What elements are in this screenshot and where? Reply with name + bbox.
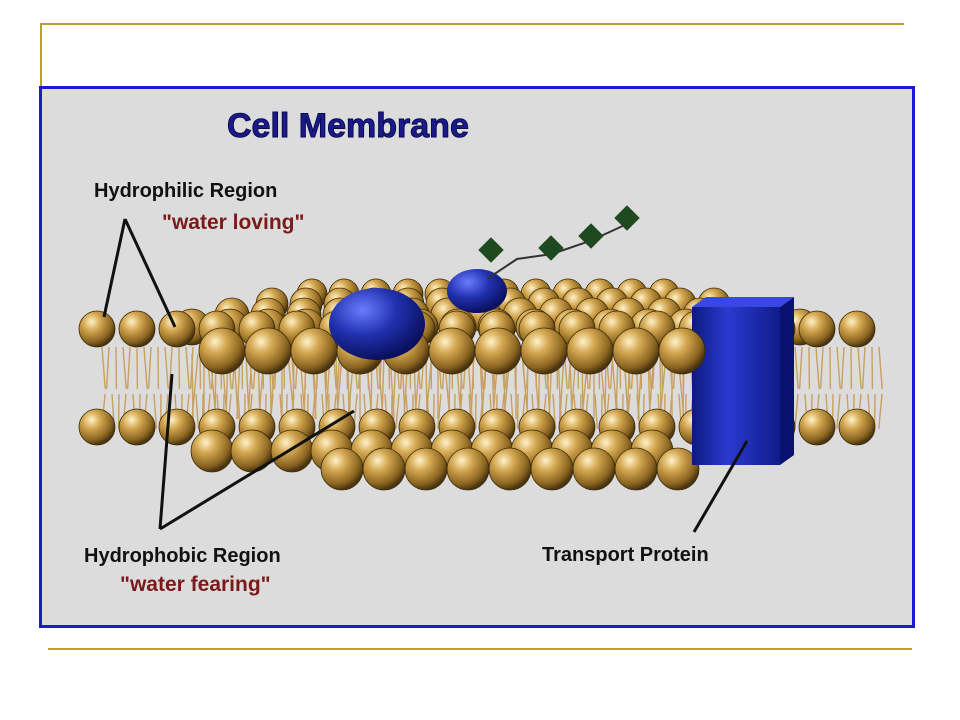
phospholipid-head bbox=[158, 310, 196, 348]
fatty-acid-tail bbox=[559, 353, 565, 420]
membrane-diagram: Cell Membrane Hydrophilic Region "water … bbox=[78, 107, 883, 596]
hydrophilic-region-label: Hydrophilic Region bbox=[94, 180, 277, 202]
phospholipid-head bbox=[320, 447, 364, 491]
fatty-acid-tail bbox=[798, 346, 803, 390]
phospholipid-head bbox=[78, 408, 116, 446]
fatty-acid-tail bbox=[191, 353, 199, 420]
phospholipid-head bbox=[244, 327, 292, 375]
phospholipid-head bbox=[488, 447, 532, 491]
fatty-acid-tail bbox=[836, 393, 841, 430]
phospholipid-head bbox=[572, 447, 616, 491]
phospholipid-head bbox=[78, 310, 116, 348]
phospholipid-head bbox=[614, 447, 658, 491]
transport-protein-pointer bbox=[692, 440, 749, 533]
fatty-acid-tail bbox=[815, 346, 820, 390]
carbohydrate-chain bbox=[478, 205, 640, 280]
fatty-acid-tail bbox=[878, 346, 883, 390]
phospholipid-head bbox=[290, 327, 338, 375]
fatty-acid-tail bbox=[836, 346, 841, 390]
transport-protein bbox=[692, 297, 794, 465]
phospholipid-head bbox=[118, 408, 156, 446]
hydrophobic-pointer-right bbox=[159, 409, 355, 531]
fatty-acid-tail bbox=[143, 346, 148, 390]
phospholipid-head bbox=[362, 447, 406, 491]
hydrophilic-pointer-right bbox=[123, 218, 177, 328]
phospholipid-head bbox=[530, 447, 574, 491]
hydrophobic-region-label: Hydrophobic Region bbox=[84, 545, 281, 567]
fatty-acid-tail bbox=[101, 346, 106, 390]
fatty-acid-tail bbox=[594, 393, 599, 430]
front-top-phospholipid-heads bbox=[198, 327, 706, 375]
phospholipid-head bbox=[566, 327, 614, 375]
phospholipid-head bbox=[838, 408, 876, 446]
bottom-rule bbox=[48, 648, 912, 650]
hydrophilic-description: "water loving" bbox=[162, 211, 304, 234]
fatty-acid-tail bbox=[840, 346, 845, 390]
fatty-acid-tail bbox=[861, 346, 866, 390]
cell-membrane-figure: Cell Membrane Hydrophilic Region "water … bbox=[39, 86, 915, 628]
phospholipid-head bbox=[520, 327, 568, 375]
label-pointers bbox=[102, 218, 749, 533]
phospholipid-head bbox=[158, 408, 196, 446]
fatty-acid-tail bbox=[153, 393, 158, 430]
phospholipid-head bbox=[798, 310, 836, 348]
fatty-acid-tail bbox=[470, 353, 475, 420]
fatty-acid-tail bbox=[878, 393, 883, 430]
phospholipid-head bbox=[474, 327, 522, 375]
fatty-acid-tail bbox=[437, 393, 442, 430]
phospholipid-head bbox=[658, 327, 706, 375]
fatty-acid-tail bbox=[794, 346, 799, 390]
phospholipid-head bbox=[446, 447, 490, 491]
phospholipid-head bbox=[270, 429, 314, 473]
phospholipid-head bbox=[428, 327, 476, 375]
fatty-acid-tail bbox=[425, 353, 433, 420]
phospholipid-head bbox=[798, 408, 836, 446]
fatty-acid-tail bbox=[185, 346, 190, 390]
fatty-acid-tail bbox=[395, 393, 400, 430]
top-rule bbox=[40, 23, 904, 25]
fatty-acid-tail bbox=[195, 393, 200, 430]
phospholipid-head bbox=[118, 310, 156, 348]
fatty-acid-tail bbox=[122, 346, 127, 390]
phospholipid-head bbox=[612, 327, 660, 375]
fatty-acid-tail bbox=[857, 346, 862, 390]
hydrophobic-description: "water fearing" bbox=[120, 573, 271, 596]
fatty-acid-tail bbox=[292, 353, 295, 420]
fatty-acid-tail bbox=[794, 393, 799, 430]
phospholipid-head bbox=[656, 447, 700, 491]
hydrophobic-pointer-left bbox=[158, 373, 174, 530]
transport-protein-label: Transport Protein bbox=[542, 544, 709, 566]
fatty-acid-tail bbox=[105, 346, 110, 390]
phospholipid-head bbox=[404, 447, 448, 491]
globular-protein bbox=[329, 288, 425, 360]
phospholipid-head bbox=[838, 310, 876, 348]
fatty-acid-tail bbox=[126, 346, 131, 390]
diagram-title: Cell Membrane bbox=[227, 107, 469, 145]
fatty-acid-tail bbox=[164, 346, 169, 390]
phospholipid-head bbox=[190, 429, 234, 473]
globular-protein-small bbox=[447, 269, 507, 313]
hydrophilic-pointer-left bbox=[102, 218, 127, 318]
left-rule bbox=[40, 23, 42, 87]
fatty-acid-tail bbox=[819, 346, 824, 390]
phospholipid-head bbox=[198, 327, 246, 375]
fatty-acid-tail bbox=[381, 353, 385, 420]
fatty-acid-tail bbox=[147, 346, 152, 390]
fatty-acid-tail bbox=[552, 393, 557, 430]
